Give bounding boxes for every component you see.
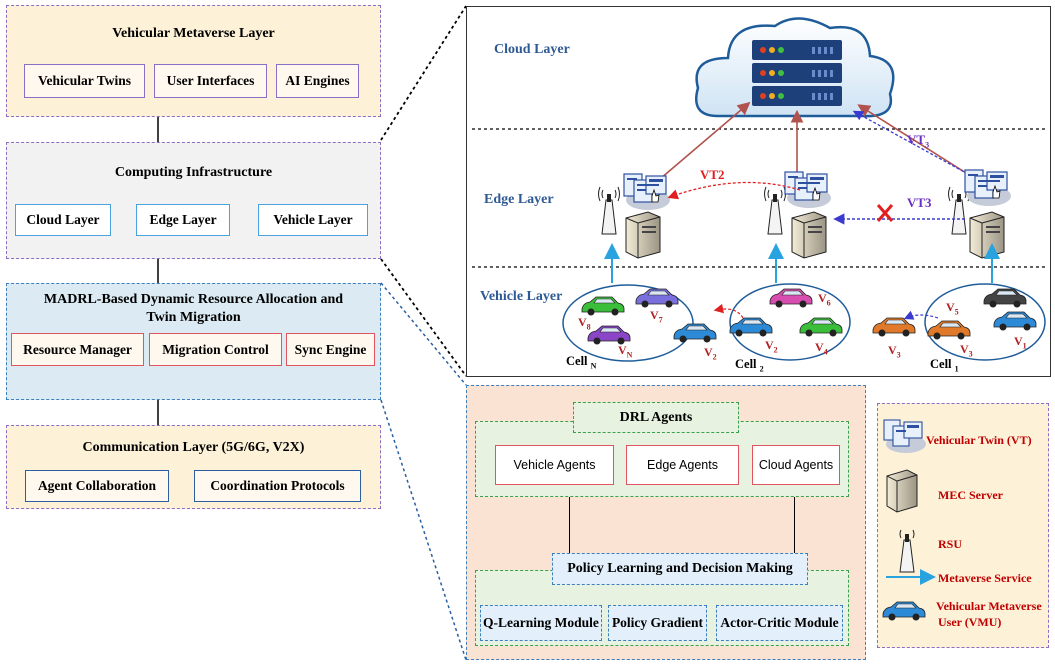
v6-sub: 6 [826,298,831,308]
cloud-agents-box: Cloud Agents [752,445,840,485]
cell-1-main: Cell [930,357,952,371]
policy-learning-title: Policy Learning and Decision Making [552,553,808,585]
v7-sub: 7 [658,315,663,325]
v2b-sub: 2 [773,345,778,355]
cloud-layer-label: Cloud Layer [494,42,570,57]
madrl-panel: MADRL-Based Dynamic Resource Allocation … [6,283,381,400]
legend-icons-svg [882,419,936,621]
cell-1-sub: 1 [954,364,959,374]
cloud-layer-box: Cloud Layer [15,204,111,236]
policy-gradient-box: Policy Gradient [608,605,707,641]
sync-engine-box: Sync Engine [286,333,375,366]
legend-vmu-label-line1: Vehicular Metaverse [936,599,1042,613]
legend-vt-label: Vehicular Twin (VT) [926,433,1032,447]
vn-main: V [618,343,627,357]
legend-rsu-icon [899,529,915,573]
vn-sub: N [626,350,633,360]
v1-main: V [1014,334,1023,348]
edge-agents-box: Edge Agents [626,445,739,485]
vehicular-twins-box: Vehicular Twins [24,64,145,98]
metaverse-layer-panel: Vehicular Metaverse Layer Vehicular Twin… [6,5,381,117]
v3b-sub: 3 [968,349,973,359]
q-learning-module-box: Q-Learning Module [480,605,602,641]
legend-vmu-label-line2: User (VMU) [938,615,1002,629]
v5-main: V [946,300,955,314]
v4-sub: 4 [823,347,828,357]
v7-main: V [650,308,659,322]
computing-infrastructure-title: Computing Infrastructure [114,165,273,180]
drl-agents-title: DRL Agents [573,402,739,433]
edge-layer-box: Edge Layer [136,204,230,236]
computing-infrastructure-panel: Computing Infrastructure Cloud Layer Edg… [6,142,381,259]
ai-engines-box: AI Engines [276,64,359,98]
v2a-sub: 2 [712,352,717,362]
vt3-cloud-main: VT [907,132,926,147]
vehicle-v3a-label: V3 [888,343,901,359]
actor-critic-module-box: Actor-Critic Module [716,605,843,641]
agent-collaboration-box: Agent Collaboration [25,470,169,502]
resource-manager-box: Resource Manager [11,333,144,366]
agents-connector-left [569,497,570,555]
vt2-migration-label: VT2 [700,167,725,182]
legend-rsu-label: RSU [938,537,963,551]
legend-service-label: Metaverse Service [938,571,1032,585]
vehicle-layer-box: Vehicle Layer [258,204,368,236]
legend-vmu-car-icon [882,601,926,621]
drl-panel: DRL Agents Vehicle Agents Edge Agents Cl… [466,385,866,660]
cell-2-label: Cell 2 [735,357,764,374]
v2a-main: V [704,345,713,359]
v3a-sub: 3 [896,350,901,360]
vt3-cloud-migration-label: VT3 [907,132,929,150]
cell-n-main: Cell [566,354,588,368]
vehicle-vn-label: VN [618,343,632,359]
legend-twin-icon [883,419,926,453]
v3b-main: V [960,342,969,356]
migration-control-box: Migration Control [149,333,282,366]
legend-mec-label: MEC Server [938,488,1003,502]
migration-blocked-icon [876,204,894,222]
coordination-protocols-box: Coordination Protocols [194,470,361,502]
madrl-title-line1: MADRL-Based Dynamic Resource Allocation … [43,292,344,307]
cloud-server-icon [695,17,895,118]
vt3-migration-label: VT3 [907,195,932,210]
v8-sub: 8 [586,322,591,332]
vehicle-v2b-label: V2 [765,338,778,354]
communication-layer-title: Communication Layer (5G/6G, V2X) [82,440,305,455]
metaverse-layer-title: Vehicular Metaverse Layer [112,26,275,41]
agents-connector-right [794,497,795,555]
vehicle-v2a-label: V2 [704,345,717,361]
v6-main: V [818,291,827,305]
v8-main: V [578,315,587,329]
vehicle-v7-label: V7 [650,308,663,324]
vehicle-v4-label: V4 [815,340,828,356]
v5-sub: 5 [954,307,959,317]
v2b-main: V [765,338,774,352]
cell-n-sub: N [590,361,597,371]
vehicle-v5-label: V5 [946,300,959,316]
v4-main: V [815,340,824,354]
user-interfaces-box: User Interfaces [154,64,267,98]
vehicle-v3b-label: V3 [960,342,973,358]
cell-1-label: Cell 1 [930,357,959,374]
madrl-title-line2: Twin Migration [146,310,241,325]
legend-panel: Vehicular Twin (VT) MEC Server RSU Metav… [877,403,1049,648]
vehicle-v8-label: V8 [578,315,591,331]
legend-mec-server-icon [886,469,918,513]
v3a-main: V [888,343,897,357]
edge-layer-label: Edge Layer [484,192,554,207]
cell-2-sub: 2 [759,364,764,374]
communication-layer-panel: Communication Layer (5G/6G, V2X) Agent C… [6,425,381,509]
v1-sub: 1 [1022,341,1027,351]
vehicle-v1-label: V1 [1014,334,1027,350]
vehicle-layer-label: Vehicle Layer [480,289,563,304]
vt3-cloud-sub: 3 [925,140,930,150]
cell-2-main: Cell [735,357,757,371]
vehicle-v6-label: V6 [818,291,831,307]
vehicle-agents-box: Vehicle Agents [495,445,614,485]
cell-n-label: Cell N [566,354,596,371]
